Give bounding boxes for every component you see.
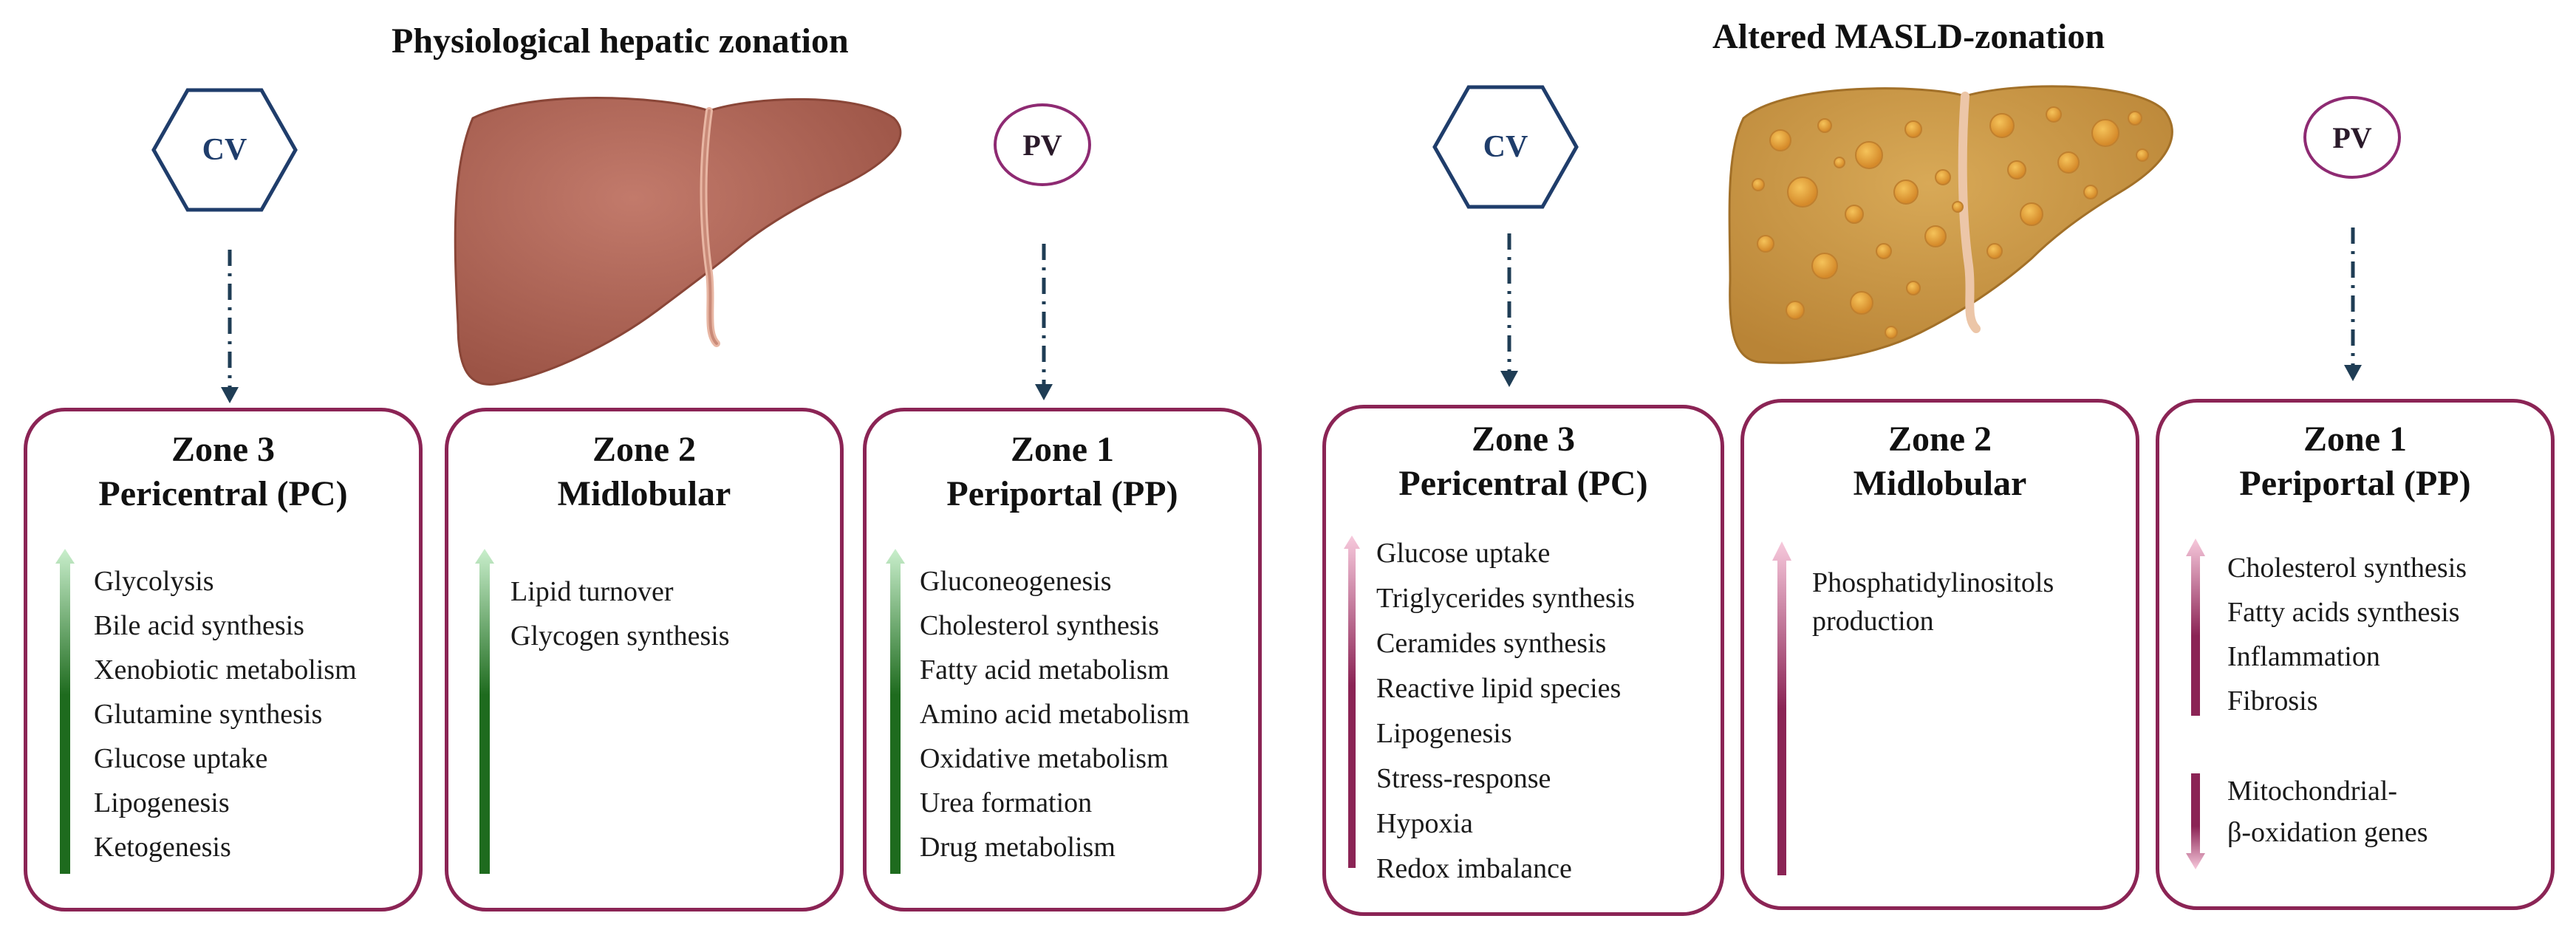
right-zone1-box: Zone 1 Periportal (PP) Cholesterol synth… [2156,399,2555,910]
gradient-arrow-icon [1342,536,1362,868]
list-item: Ketogenesis [94,832,231,863]
list-item: Fatty acids synthesis [2227,597,2460,628]
list-item: Triglycerides synthesis [1376,583,1636,614]
dash-dot-arrow-icon [1498,233,1520,389]
list-item: Glucose uptake [1376,538,1551,569]
cv-label: CV [1483,130,1528,164]
list-item: Fatty acid metabolism [920,654,1169,685]
list-item: Glycogen synthesis [510,620,730,651]
left-zone1-box: Zone 1 Periportal (PP) Gluconeogenesis C… [863,408,1262,911]
cv-label: CV [202,133,247,167]
list-item: production [1812,606,1934,637]
list-item: Amino acid metabolism [920,699,1190,730]
zone-items-list: Lipid turnover Glycogen synthesis [510,570,730,658]
list-item: Fibrosis [2227,685,2318,716]
pv-label: PV [2332,120,2372,154]
zone-title: Zone 1 Periportal (PP) [946,430,1178,513]
list-item: Hypoxia [1376,808,1473,839]
list-item: Gluconeogenesis [920,566,1112,597]
zone-title: Zone 2 Midlobular [557,430,731,513]
list-item: Xenobiotic metabolism [94,654,357,685]
list-item: Lipid turnover [510,576,674,607]
portal-vein-circle-icon: PV [994,103,1091,186]
list-item: Phosphatidylinositols [1812,567,2054,598]
zone-items-list: Phosphatidylinositols production [1812,564,2054,640]
right-zone2-box: Zone 2 Midlobular Phosphatidylinositols … [1740,399,2139,910]
left-zone2-box: Zone 2 Midlobular Lipid turnover Glycoge… [445,408,844,911]
zone-title: Zone 1 Periportal (PP) [2239,420,2471,503]
list-item: Cholesterol synthesis [920,610,1160,641]
left-panel-title: Physiological hepatic zonation [392,21,849,61]
zone-items-list-down: Mitochondrial- β-oxidation genes [2227,770,2428,853]
gradient-arrow-down-icon [2186,773,2205,869]
list-item: Cholesterol synthesis [2227,553,2467,584]
list-item: Mitochondrial- [2227,776,2398,807]
left-zone3-box: Zone 3 Pericentral (PC) Glycolysis Bile … [24,408,423,911]
list-item: Drug metabolism [920,832,1116,863]
list-item: Lipogenesis [1376,718,1512,749]
list-item: Bile acid synthesis [94,610,304,641]
list-item: Glutamine synthesis [94,699,323,730]
zone-items-list: Gluconeogenesis Cholesterol synthesis Fa… [920,559,1189,869]
central-vein-hexagon-icon: CV [1432,84,1579,210]
zone-title: Zone 3 Pericentral (PC) [1398,420,1648,503]
gradient-arrow-icon [886,549,905,874]
portal-vein-circle-icon: PV [2303,96,2401,179]
right-zone3-box: Zone 3 Pericentral (PC) Glucose uptake T… [1322,405,1724,916]
zone-items-list: Glucose uptake Triglycerides synthesis C… [1376,531,1635,892]
list-item: Inflammation [2227,641,2380,672]
pv-label: PV [1022,128,1062,162]
right-panel-title: Altered MASLD-zonation [1712,17,2105,56]
gradient-arrow-icon [55,549,75,874]
healthy-liver-icon [443,89,909,391]
list-item: Glycolysis [94,566,214,597]
list-item: β-oxidation genes [2227,817,2428,848]
list-item: Glucose uptake [94,743,268,774]
gradient-arrow-icon [475,549,494,874]
dash-dot-arrow-icon [1033,244,1055,402]
list-item: Stress-response [1376,763,1551,794]
central-vein-hexagon-icon: CV [151,87,298,213]
list-item: Redox imbalance [1376,853,1572,884]
gradient-arrow-icon [1772,541,1791,875]
dash-dot-arrow-icon [2342,228,2364,383]
list-item: Reactive lipid species [1376,673,1622,704]
list-item: Lipogenesis [94,787,230,818]
gradient-arrow-up-icon [2186,538,2205,716]
zone-items-list-up: Cholesterol synthesis Fatty acids synthe… [2227,546,2467,723]
list-item: Urea formation [920,787,1093,818]
zone-title: Zone 3 Pericentral (PC) [98,430,348,513]
list-item: Ceramides synthesis [1376,628,1607,659]
zone-items-list: Glycolysis Bile acid synthesis Xenobioti… [94,559,357,869]
zone-title: Zone 2 Midlobular [1853,420,2027,503]
fatty-liver-icon [1721,74,2179,369]
list-item: Oxidative metabolism [920,743,1169,774]
dash-dot-arrow-icon [219,250,241,405]
